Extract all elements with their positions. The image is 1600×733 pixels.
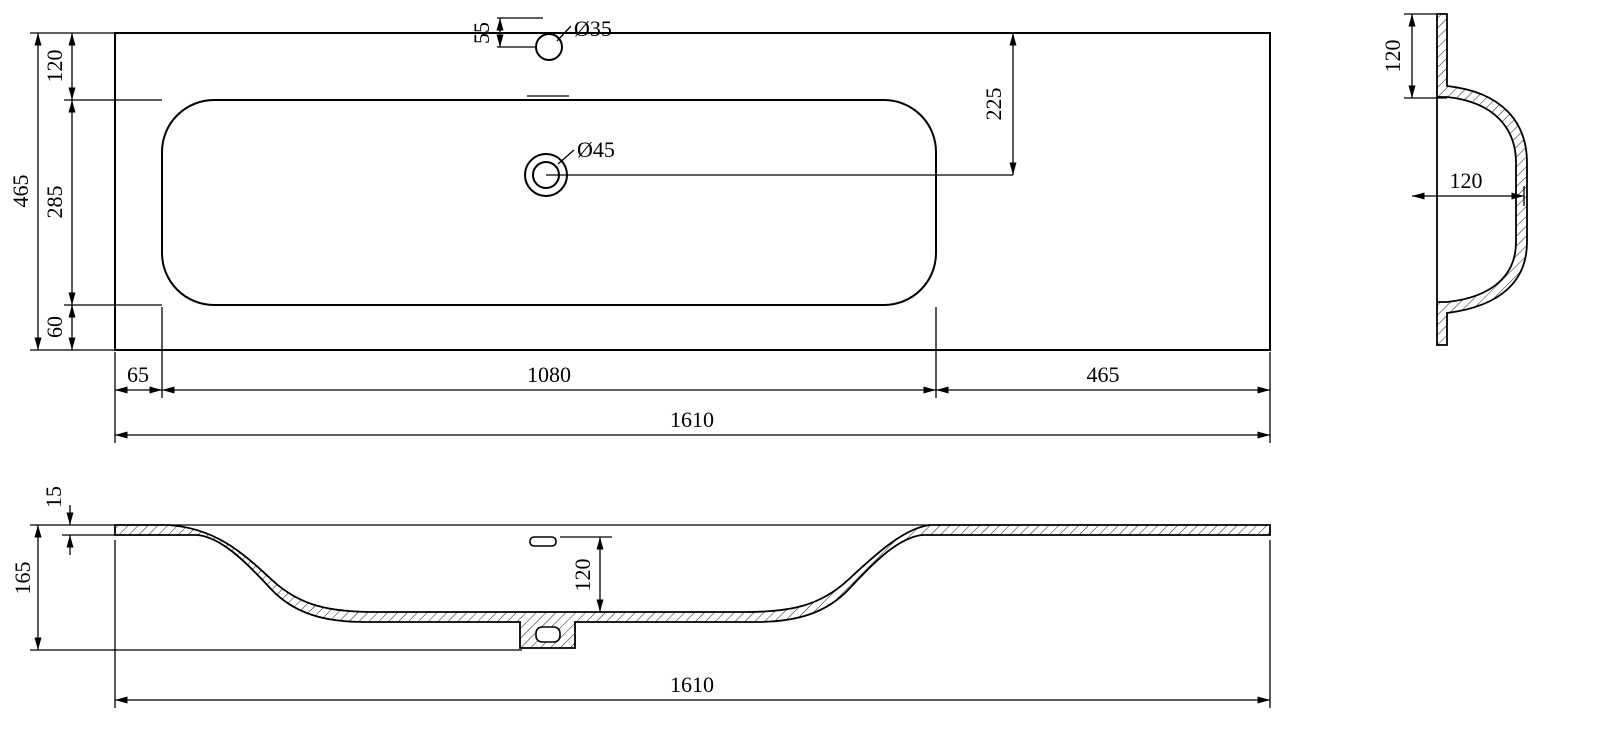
dim-basin-width: 1080 <box>527 362 571 387</box>
dim-deck-thickness: 15 <box>41 486 66 508</box>
dim-total-width-front-view: 1610 <box>670 672 714 697</box>
dim-faucet-hole-diameter: Ø35 <box>574 16 612 41</box>
drain-slot <box>535 626 561 643</box>
overflow-slot <box>529 536 557 547</box>
dim-bowl-depth: 120 <box>570 559 595 592</box>
dim-basin-to-bottom-edge: 60 <box>42 316 67 338</box>
dim-drain-hole-diameter: Ø45 <box>577 137 615 162</box>
dim-total-height: 165 <box>10 562 35 595</box>
dim-total-depth: 465 <box>8 175 33 208</box>
top-view: Ø35 55 Ø45 225 465 120 285 60 <box>8 16 1271 443</box>
dim-basin-depth: 285 <box>42 186 67 219</box>
basin-outline <box>161 99 937 306</box>
dim-drain-center-from-top: 225 <box>981 88 1006 121</box>
dim-side-deck-depth: 120 <box>1380 40 1405 73</box>
front-section-view: 15 165 120 1610 <box>10 486 1271 708</box>
dim-basin-to-right-edge: 465 <box>1087 362 1120 387</box>
dim-side-bowl-height: 120 <box>1450 168 1483 193</box>
dim-total-width-top-view: 1610 <box>670 407 714 432</box>
side-section-profile <box>1436 13 1528 346</box>
drain-leader-line <box>557 149 575 165</box>
side-section-view: 120 120 <box>1380 13 1528 346</box>
front-section-profile <box>114 524 1271 649</box>
dim-left-edge-to-basin: 65 <box>127 362 149 387</box>
faucet-hole <box>535 33 563 61</box>
dim-faucet-offset: 55 <box>469 22 494 44</box>
dim-top-edge-to-basin: 120 <box>42 50 67 83</box>
countertop-outline <box>114 32 1271 351</box>
faucet-leader-line <box>556 25 572 42</box>
